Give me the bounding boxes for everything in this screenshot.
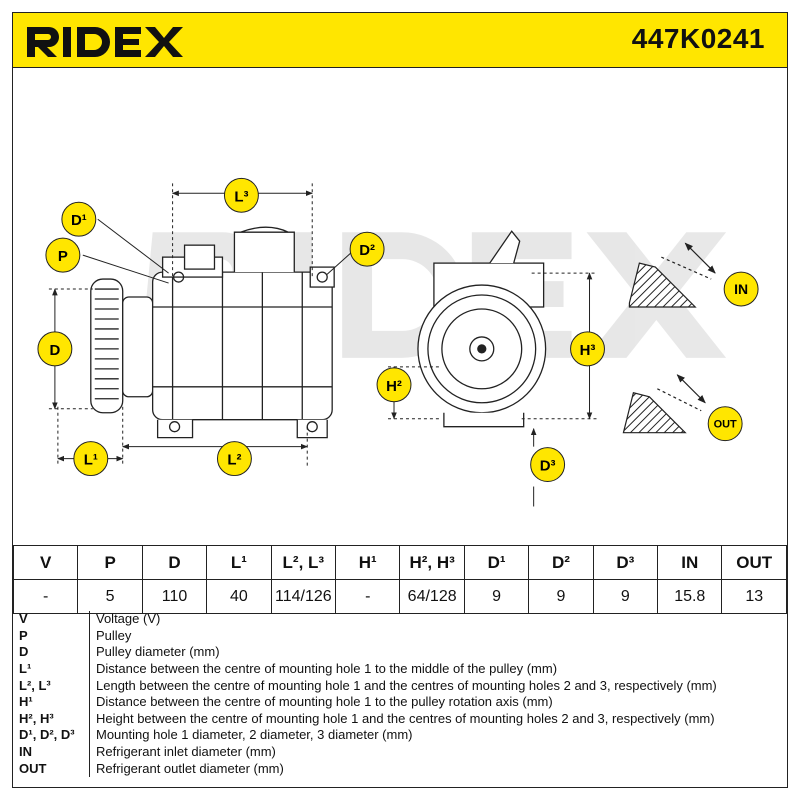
- legend-row: OUT Refrigerant outlet diameter (mm): [13, 760, 787, 777]
- legend-text: Voltage (V): [96, 611, 161, 627]
- svg-text:D: D: [49, 342, 60, 359]
- spec-header: D²: [528, 545, 594, 580]
- svg-text:L¹: L¹: [84, 452, 98, 469]
- spec-value: 9: [592, 579, 659, 614]
- badge-in: IN: [723, 271, 759, 307]
- header-bar: 447K0241: [13, 13, 787, 68]
- legend-text: Pulley: [96, 627, 132, 643]
- spec-value: 15.8: [657, 579, 723, 614]
- legend-key: D¹, D², D³: [13, 727, 90, 744]
- spec-header: H², H³: [399, 545, 465, 580]
- badge-h2: H²: [376, 367, 412, 403]
- legend-key: IN: [13, 743, 90, 761]
- legend-row: P Pulley: [13, 627, 787, 645]
- badge-d: D: [37, 331, 73, 367]
- spec-header: L², L³: [270, 545, 337, 580]
- badge-h3: H³: [570, 331, 605, 367]
- legend-table: V Voltage (V) P Pulley D Pulley diameter (m…: [13, 611, 787, 777]
- spec-value: 110: [141, 579, 208, 614]
- legend-text: Distance between the centre of mounting …: [96, 694, 553, 710]
- outlet-fitting: [622, 374, 706, 434]
- svg-text:D¹: D¹: [71, 212, 87, 229]
- legend-row: L², L³ Length between the centre of mount…: [13, 677, 787, 694]
- svg-text:H²: H²: [386, 378, 402, 395]
- svg-text:D³: D³: [540, 458, 556, 475]
- badge-out: OUT: [707, 406, 743, 442]
- svg-text:L³: L³: [234, 188, 248, 205]
- svg-text:P: P: [58, 248, 68, 265]
- legend-text: Refrigerant inlet diameter (mm): [96, 744, 276, 760]
- compressor-front-view: [417, 230, 547, 428]
- spec-value: 5: [77, 579, 143, 614]
- dimension-badges: L³ D¹ P D² D L¹: [37, 177, 759, 483]
- spec-header: V: [12, 545, 79, 580]
- technical-drawing: L³ D¹ P D² D L¹: [37, 177, 759, 507]
- svg-text:D²: D²: [359, 242, 375, 259]
- spec-header: D: [141, 545, 208, 580]
- spec-header: D³: [592, 545, 659, 580]
- side-dimensions: [48, 183, 356, 467]
- legend-key: P: [13, 627, 90, 645]
- badge-d1: D¹: [61, 201, 97, 237]
- spec-header: OUT: [721, 545, 787, 580]
- svg-text:L²: L²: [227, 452, 241, 469]
- legend-key: L², L³: [13, 677, 90, 694]
- spec-header: L¹: [206, 545, 272, 580]
- spec-value: 40: [206, 579, 272, 614]
- spec-value: 9: [463, 579, 530, 614]
- legend-key: V: [13, 611, 90, 628]
- spec-header: H¹: [335, 545, 401, 580]
- spec-header: IN: [657, 545, 723, 580]
- legend-key: D: [13, 644, 90, 661]
- spec-value: -: [335, 579, 401, 614]
- ridex-logo: [27, 27, 183, 57]
- legend-row: IN Refrigerant inlet diameter (mm): [13, 743, 787, 761]
- spec-value: 9: [528, 579, 594, 614]
- legend-row: D¹, D², D³ Mounting hole 1 diameter, 2 di…: [13, 727, 787, 744]
- svg-text:OUT: OUT: [714, 419, 737, 431]
- spec-value: 13: [721, 579, 787, 614]
- legend-text: Length between the centre of mounting ho…: [96, 677, 717, 693]
- svg-text:IN: IN: [734, 281, 748, 297]
- legend-text: Distance between the centre of mounting …: [96, 661, 558, 677]
- badge-l2: L²: [216, 441, 252, 477]
- spec-header: P: [77, 545, 143, 580]
- legend-text: Pulley diameter (mm): [96, 644, 220, 660]
- spec-value-row: - 5 110 40 114/126 - 64/128 9 9 9 15.8 1…: [12, 579, 787, 614]
- badge-l3: L³: [223, 177, 259, 213]
- legend-row: D Pulley diameter (mm): [13, 644, 787, 661]
- badge-d2: D²: [349, 231, 385, 267]
- legend-text: Mounting hole 1 diameter, 2 diameter, 3 …: [96, 727, 413, 743]
- legend-text: Refrigerant outlet diameter (mm): [96, 760, 284, 776]
- spec-header-row: V P D L¹ L², L³ H¹ H², H³ D¹ D² D³ IN OU…: [12, 545, 787, 580]
- spec-value: -: [12, 579, 79, 614]
- part-number: 447K0241: [631, 23, 765, 54]
- legend-key: L¹: [13, 660, 90, 678]
- legend-row: H², H³ Height between the centre of mount…: [13, 710, 787, 728]
- svg-text:H³: H³: [580, 342, 596, 359]
- badge-d3: D³: [530, 447, 566, 483]
- legend-key: H¹: [13, 693, 90, 711]
- spec-header: D¹: [463, 545, 530, 580]
- product-sheet: 447K0241: [12, 12, 788, 788]
- badge-l1: L¹: [73, 441, 109, 477]
- badge-p: P: [45, 237, 81, 273]
- legend-key: H², H³: [13, 710, 90, 728]
- legend-key: OUT: [13, 760, 90, 777]
- compressor-side-view: [90, 226, 335, 439]
- legend: V Voltage (V) P Pulley D Pulley diameter (m…: [13, 611, 787, 787]
- spec-value: 64/128: [399, 579, 465, 614]
- legend-text: Height between the centre of mounting ho…: [96, 710, 715, 726]
- inlet-fitting: [628, 242, 716, 308]
- legend-row: V Voltage (V): [13, 611, 787, 628]
- spec-table: V P D L¹ L², L³ H¹ H², H³ D¹ D² D³ IN OU…: [12, 545, 787, 614]
- spec-value: 114/126: [270, 579, 337, 614]
- legend-row: H¹ Distance between the centre of mountin…: [13, 693, 787, 711]
- legend-row: L¹ Distance between the centre of mountin…: [13, 660, 787, 678]
